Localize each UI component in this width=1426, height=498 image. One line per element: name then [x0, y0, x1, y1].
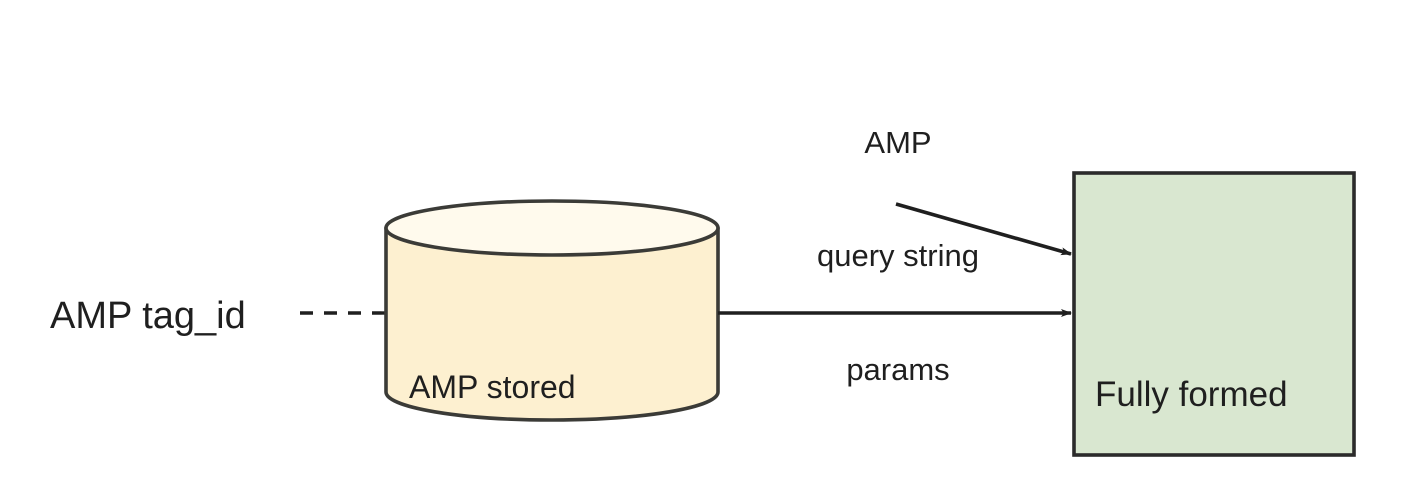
query-params-line-1: AMP	[864, 124, 932, 160]
ortb-line-1: Fully formed	[1095, 375, 1288, 414]
ortb-label: Fully formed ORTB	[1095, 272, 1288, 498]
amp-tag-id-label: AMP tag_id	[50, 295, 246, 337]
query-params-line-3: params	[846, 351, 950, 387]
stored-request-cylinder-body	[386, 228, 718, 420]
query-params-line-2: query string	[817, 238, 979, 274]
amp-query-string-params-label: AMP query string params	[790, 48, 1006, 464]
ortb-box	[1072, 171, 1356, 457]
connector-query-params-to-ortb	[895, 202, 1072, 256]
stored-request-line-1: AMP stored	[409, 369, 576, 406]
stored-request-label: AMP stored request template	[409, 280, 647, 498]
stored-request-cylinder-top	[384, 199, 720, 257]
stored-request-cylinder-outline	[384, 226, 720, 422]
